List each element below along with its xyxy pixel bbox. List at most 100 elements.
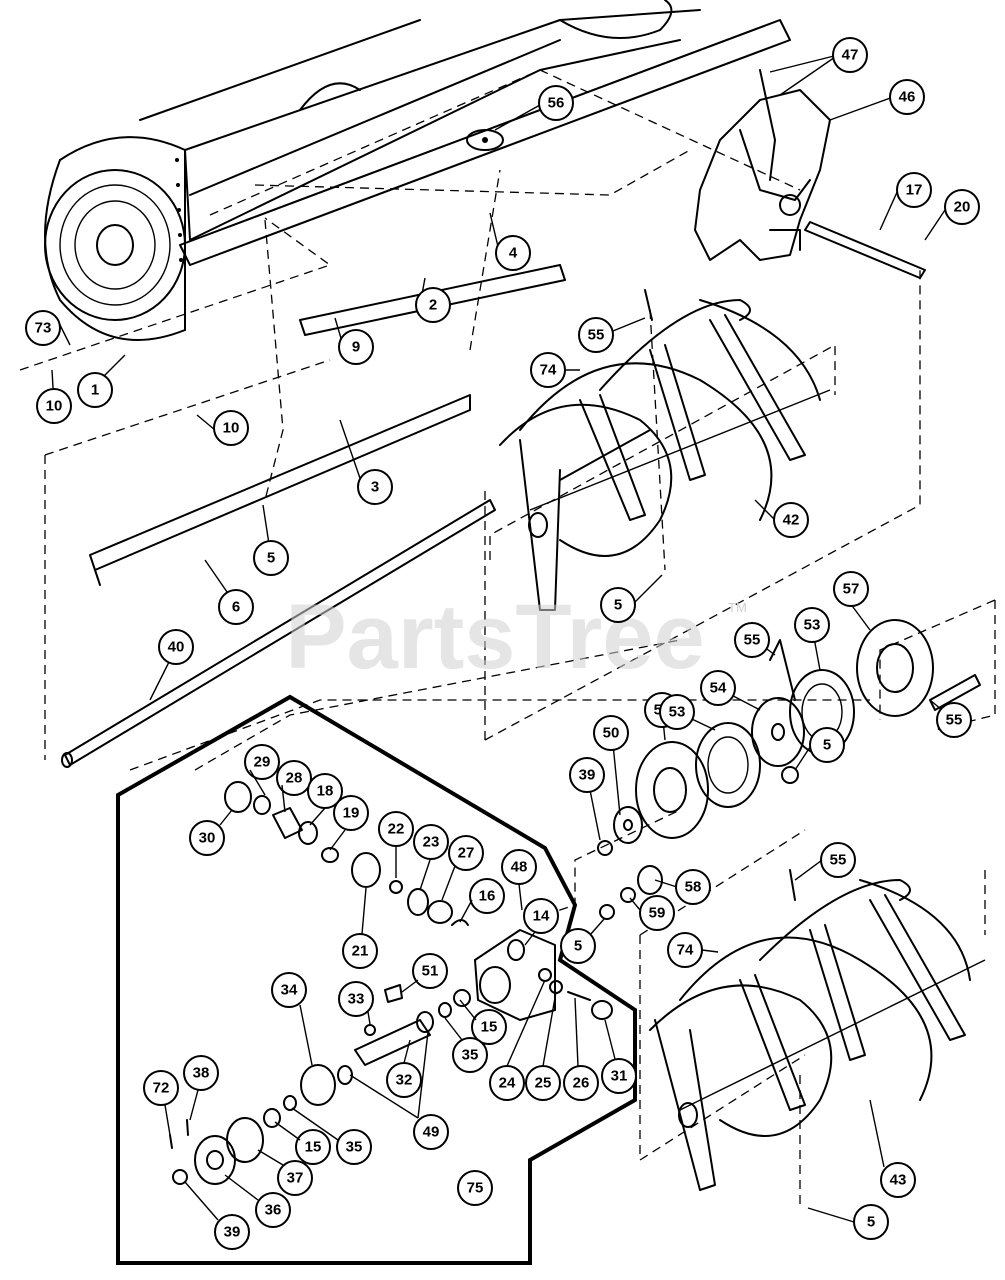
callout-75: 75 [457, 1170, 493, 1206]
scraper-bar [179, 19, 791, 336]
callout-35: 35 [452, 1037, 488, 1073]
svg-text:9: 9 [352, 339, 360, 356]
svg-text:19: 19 [343, 805, 360, 822]
callout-28: 28 [276, 760, 312, 796]
svg-text:15: 15 [481, 1019, 498, 1036]
svg-text:33: 33 [348, 991, 365, 1008]
callout-73: 73 [25, 310, 61, 346]
svg-text:72: 72 [153, 1080, 170, 1097]
svg-text:54: 54 [710, 680, 727, 697]
auger-shaft [61, 499, 496, 768]
svg-text:18: 18 [317, 783, 334, 800]
svg-text:6: 6 [232, 599, 240, 616]
callout-49: 49 [413, 1114, 449, 1150]
upper-auger [499, 299, 831, 611]
drive-shaft [804, 221, 926, 279]
callout-15: 15 [295, 1129, 331, 1165]
svg-text:40: 40 [168, 639, 185, 656]
callout-3: 3 [357, 469, 393, 505]
svg-text:75: 75 [467, 1180, 484, 1197]
svg-text:51: 51 [422, 963, 439, 980]
callout-57: 57 [833, 571, 869, 607]
callout-47: 47 [832, 37, 868, 73]
callout-6: 6 [218, 589, 254, 625]
callout-33: 33 [338, 981, 374, 1017]
svg-text:59: 59 [649, 905, 666, 922]
callout-21: 21 [342, 933, 378, 969]
callout-16: 16 [469, 878, 505, 914]
svg-text:47: 47 [842, 47, 859, 64]
svg-text:29: 29 [254, 754, 271, 771]
svg-text:53: 53 [669, 704, 686, 721]
svg-text:36: 36 [265, 1202, 282, 1219]
svg-text:31: 31 [611, 1068, 628, 1085]
watermark-trademark: TM [728, 600, 747, 615]
svg-text:35: 35 [346, 1139, 363, 1156]
svg-text:46: 46 [899, 89, 916, 106]
shave-plate [89, 394, 471, 586]
callout-39: 39 [214, 1214, 250, 1250]
callout-15: 15 [471, 1009, 507, 1045]
svg-text:4: 4 [509, 245, 518, 262]
lower-auger [649, 879, 986, 1191]
callout-19: 19 [333, 795, 369, 831]
callout-55: 55 [936, 702, 972, 738]
svg-text:17: 17 [906, 182, 923, 199]
callouts: 47 46 56 17 20 4 2 9 73 1 10 10 3 55 74 … [25, 37, 980, 1250]
callout-29: 29 [244, 744, 280, 780]
callout-24: 24 [489, 1065, 525, 1101]
callout-18: 18 [307, 773, 343, 809]
callout-34: 34 [271, 972, 307, 1008]
svg-text:38: 38 [193, 1065, 210, 1082]
kit-outline [116, 694, 637, 1265]
svg-text:2: 2 [429, 297, 437, 314]
callout-26: 26 [563, 1065, 599, 1101]
svg-text:21: 21 [352, 943, 369, 960]
callout-48: 48 [501, 849, 537, 885]
callout-50: 50 [593, 715, 629, 751]
pulley [466, 129, 504, 151]
callout-10: 10 [36, 388, 72, 424]
callout-5: 5 [853, 1204, 889, 1240]
svg-text:35: 35 [462, 1047, 479, 1064]
callout-14: 14 [523, 898, 559, 934]
svg-text:55: 55 [946, 712, 963, 729]
svg-text:74: 74 [677, 942, 694, 959]
callout-51: 51 [412, 953, 448, 989]
svg-text:5: 5 [823, 737, 831, 754]
svg-text:20: 20 [954, 199, 971, 216]
svg-text:42: 42 [783, 512, 800, 529]
svg-text:15: 15 [305, 1139, 322, 1156]
callout-53: 53 [794, 607, 830, 643]
callout-25: 25 [525, 1065, 561, 1101]
callout-56: 56 [538, 85, 574, 121]
svg-text:24: 24 [499, 1075, 516, 1092]
svg-text:39: 39 [579, 767, 596, 784]
svg-text:55: 55 [744, 632, 761, 649]
callout-20: 20 [944, 189, 980, 225]
callout-55: 55 [734, 622, 770, 658]
watermark-text: PartsTree [285, 586, 704, 688]
callout-5: 5 [560, 928, 596, 964]
svg-text:25: 25 [535, 1075, 552, 1092]
svg-text:5: 5 [267, 550, 275, 567]
callout-42: 42 [773, 502, 809, 538]
svg-text:55: 55 [830, 852, 847, 869]
callout-22: 22 [378, 811, 414, 847]
callout-30: 30 [189, 820, 225, 856]
callout-27: 27 [448, 835, 484, 871]
auger-housing [44, 0, 701, 341]
callout-43: 43 [880, 1162, 916, 1198]
svg-text:73: 73 [35, 320, 52, 337]
callout-5: 5 [600, 587, 636, 623]
callout-4: 4 [495, 235, 531, 271]
callout-74: 74 [530, 352, 566, 388]
callout-72: 72 [143, 1070, 179, 1106]
svg-text:23: 23 [423, 834, 440, 851]
leader-lines-lower [164, 769, 885, 1223]
callout-55: 55 [820, 842, 856, 878]
callout-54: 54 [700, 670, 736, 706]
callout-17: 17 [896, 172, 932, 208]
svg-text:27: 27 [458, 845, 475, 862]
